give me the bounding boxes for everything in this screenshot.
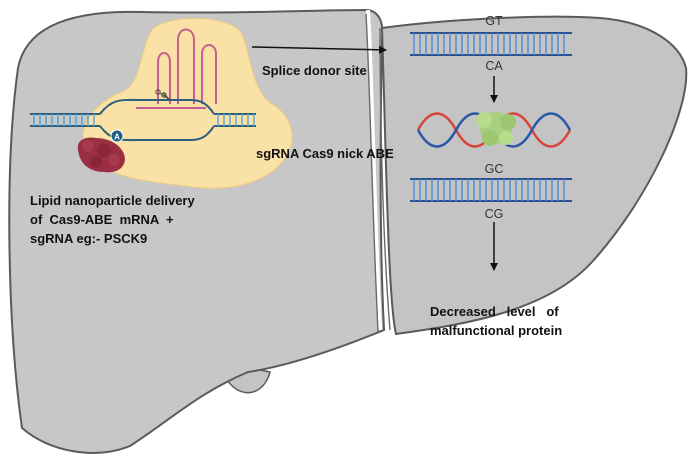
lipid-nanoparticle-icon <box>82 17 293 189</box>
transfer-arrow <box>251 45 387 54</box>
dna-ladder-left <box>30 98 256 142</box>
cas9-protein-icon <box>77 137 125 173</box>
base-pair-gc: GC <box>485 162 504 176</box>
ribosome-icon <box>476 112 516 146</box>
adenine-marker-label: A <box>114 133 120 142</box>
delivery-label-line2: of Cas9-ABE mRNA + <box>30 212 174 227</box>
outcome-label-line2: malfunctional protein <box>430 323 562 338</box>
dna-ladder-top <box>410 32 572 56</box>
adenine-marker: A <box>110 129 124 143</box>
sgrna-nick-label: sgRNA Cas9 nick ABE <box>256 146 394 161</box>
delivery-label-line3: sgRNA eg:- PSCK9 <box>30 231 147 246</box>
splice-donor-label: Splice donor site <box>262 63 367 78</box>
base-pair-ca: CA <box>485 59 503 73</box>
outcome-label-line1: Decreased level of <box>430 304 559 319</box>
delivery-label-line1: Lipid nanoparticle delivery <box>30 193 195 208</box>
dna-ladder-bottom <box>410 178 572 202</box>
base-pair-gt: GT <box>485 14 503 28</box>
scissors-icon <box>155 89 171 101</box>
sgrna-icon <box>157 28 217 104</box>
base-pair-cg: CG <box>485 207 504 221</box>
